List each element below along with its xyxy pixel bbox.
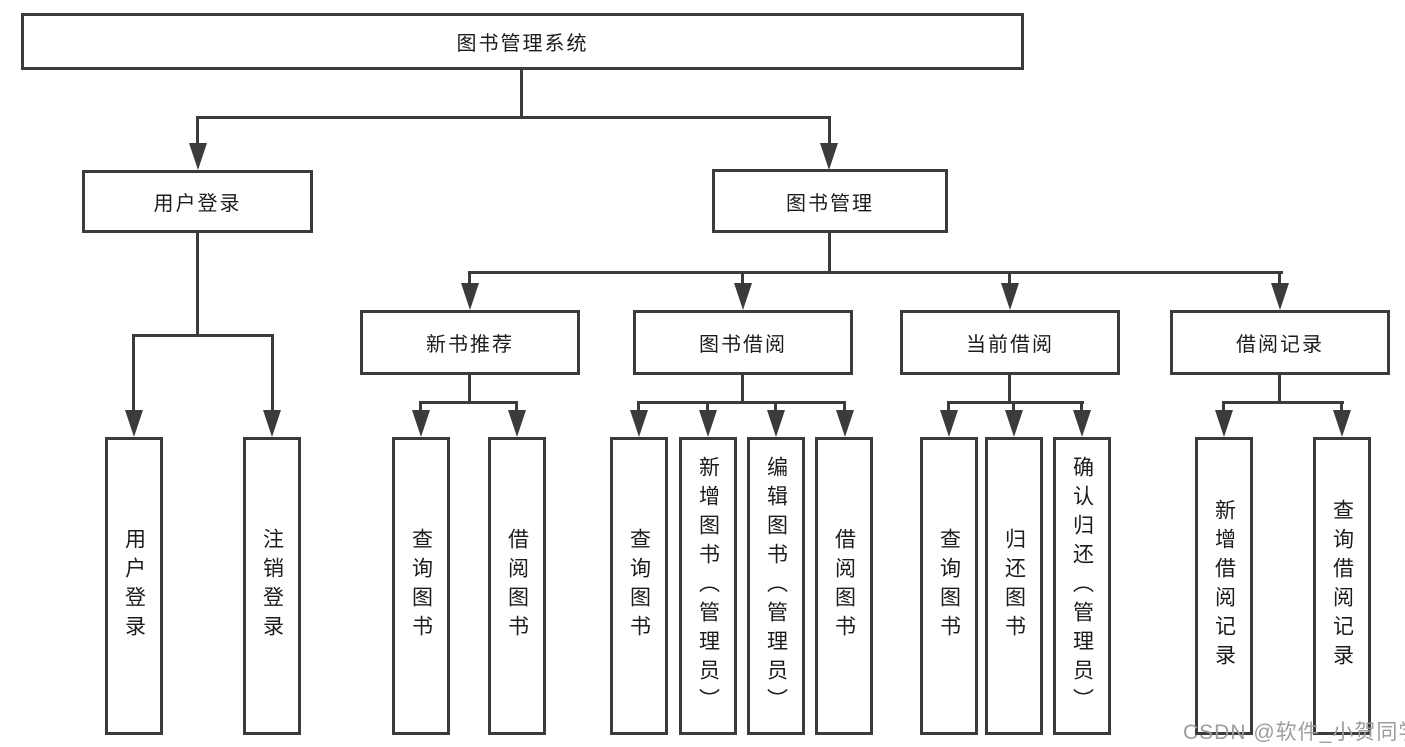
node-label: 新书推荐 xyxy=(426,334,514,356)
arrow-down-icon xyxy=(734,283,752,310)
connector-line xyxy=(520,69,523,119)
connector-line xyxy=(948,401,1084,404)
connector-line xyxy=(468,375,471,403)
leaf-label: 借阅图书 xyxy=(505,528,529,644)
leaf-search-books-current: 查询图书 xyxy=(920,437,978,735)
leaf-label: 查询图书 xyxy=(937,528,961,644)
leaf-add-borrow-record: 新增借阅记录 xyxy=(1195,437,1253,735)
connector-line xyxy=(1278,375,1281,403)
node-user-login: 用户登录 xyxy=(82,170,313,233)
leaf-label: 用户登录 xyxy=(122,528,146,644)
leaf-label: 归还图书 xyxy=(1002,528,1026,644)
leaf-search-books-recommend: 查询图书 xyxy=(392,437,450,735)
connector-line xyxy=(741,271,744,286)
leaf-logout: 注销登录 xyxy=(243,437,301,735)
connector-line xyxy=(419,401,518,404)
connector-line xyxy=(515,401,518,413)
arrow-down-icon xyxy=(1271,283,1289,310)
node-label: 图书借阅 xyxy=(699,334,787,356)
arrow-down-icon xyxy=(940,410,958,437)
connector-line xyxy=(132,334,135,413)
leaf-borrow-books-recommend: 借阅图书 xyxy=(488,437,546,735)
node-label: 用户登录 xyxy=(153,193,242,215)
arrow-down-icon xyxy=(461,283,479,310)
node-borrowing-records: 借阅记录 xyxy=(1170,310,1390,375)
connector-line xyxy=(1080,401,1083,413)
node-label: 图书管理系统 xyxy=(456,33,589,55)
leaf-user-login: 用户登录 xyxy=(105,437,163,735)
connector-line xyxy=(706,401,709,413)
connector-line xyxy=(1008,271,1011,286)
arrow-down-icon xyxy=(699,410,717,437)
leaf-label: 新增图书（管理员） xyxy=(696,455,720,717)
connector-line xyxy=(1222,401,1225,413)
connector-line xyxy=(1223,401,1344,404)
connector-line xyxy=(741,375,744,403)
connector-line xyxy=(843,401,846,413)
connector-line xyxy=(1008,375,1011,403)
arrow-down-icon xyxy=(263,410,281,437)
connector-line xyxy=(132,334,274,337)
connector-line xyxy=(469,271,1283,274)
arrow-down-icon xyxy=(630,410,648,437)
leaf-label: 查询图书 xyxy=(627,528,651,644)
arrow-down-icon xyxy=(767,410,785,437)
watermark: CSDN @软件_小贺同学 xyxy=(1183,721,1405,744)
arrow-down-icon xyxy=(412,410,430,437)
arrow-down-icon xyxy=(1215,410,1233,437)
leaf-return-books: 归还图书 xyxy=(985,437,1043,735)
connector-line xyxy=(197,116,831,119)
node-book-borrowing: 图书借阅 xyxy=(633,310,853,375)
connector-line xyxy=(196,116,199,146)
node-current-borrowing: 当前借阅 xyxy=(900,310,1120,375)
connector-line xyxy=(828,233,831,274)
leaf-label: 新增借阅记录 xyxy=(1212,499,1236,673)
connector-line xyxy=(419,401,422,413)
leaf-label: 借阅图书 xyxy=(832,528,856,644)
leaf-borrow-books: 借阅图书 xyxy=(815,437,873,735)
leaf-label: 查询借阅记录 xyxy=(1330,499,1354,673)
arrow-down-icon xyxy=(1333,410,1351,437)
leaf-search-borrow-record: 查询借阅记录 xyxy=(1313,437,1371,735)
arrow-down-icon xyxy=(189,143,207,170)
connector-line xyxy=(1340,401,1343,413)
node-book-management: 图书管理 xyxy=(712,169,948,233)
arrow-down-icon xyxy=(1001,283,1019,310)
connector-line xyxy=(196,233,199,337)
leaf-edit-books-admin: 编辑图书（管理员） xyxy=(747,437,805,735)
leaf-label: 编辑图书（管理员） xyxy=(764,455,788,717)
leaf-label: 注销登录 xyxy=(260,528,284,644)
leaf-search-books-borrow: 查询图书 xyxy=(610,437,668,735)
arrow-down-icon xyxy=(1005,410,1023,437)
arrow-down-icon xyxy=(1073,410,1091,437)
node-label: 当前借阅 xyxy=(966,334,1054,356)
leaf-label: 查询图书 xyxy=(409,528,433,644)
connector-line xyxy=(1278,271,1281,286)
arrow-down-icon xyxy=(125,410,143,437)
node-library-system: 图书管理系统 xyxy=(21,13,1024,70)
node-label: 图书管理 xyxy=(786,192,874,215)
connector-line xyxy=(271,334,274,413)
connector-line xyxy=(637,401,640,413)
leaf-confirm-return-admin: 确认归还（管理员） xyxy=(1053,437,1111,735)
arrow-down-icon xyxy=(820,143,838,170)
connector-line xyxy=(468,271,471,286)
connector-line xyxy=(828,116,831,146)
leaf-label: 确认归还（管理员） xyxy=(1070,455,1094,717)
arrow-down-icon xyxy=(836,410,854,437)
node-label: 借阅记录 xyxy=(1236,334,1324,356)
arrow-down-icon xyxy=(508,410,526,437)
leaf-add-books-admin: 新增图书（管理员） xyxy=(679,437,737,735)
connector-line xyxy=(638,401,846,404)
connector-line xyxy=(774,401,777,413)
node-new-book-recommend: 新书推荐 xyxy=(360,310,580,375)
connector-line xyxy=(1012,401,1015,413)
connector-line xyxy=(947,401,950,413)
